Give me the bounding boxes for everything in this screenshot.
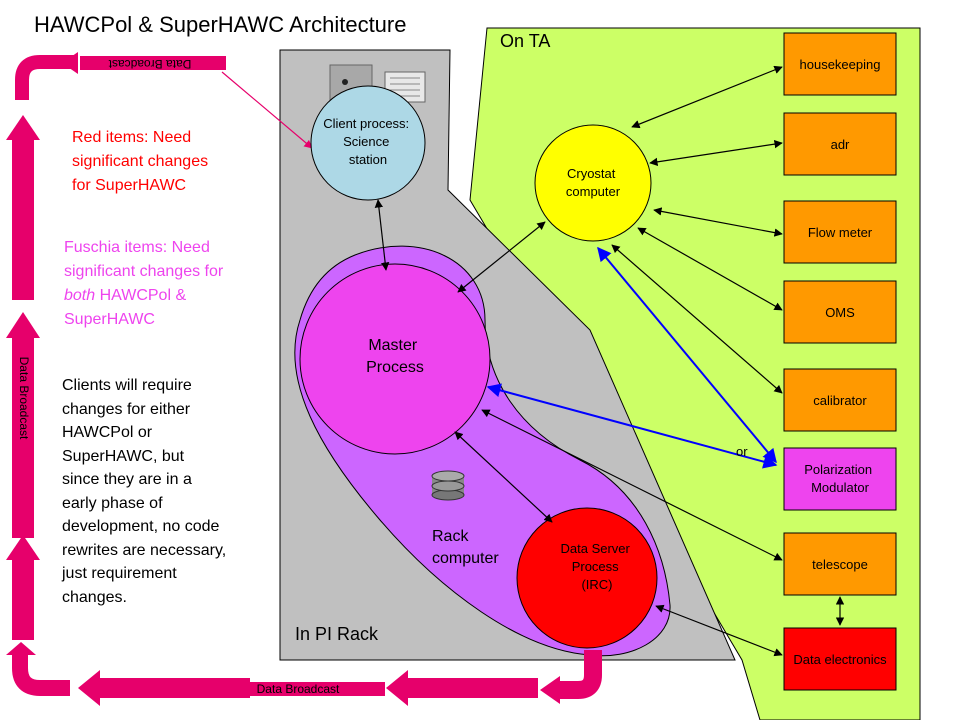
or-label: or bbox=[736, 444, 748, 459]
broadcast-top-label: Data Broadcast bbox=[108, 57, 191, 71]
client-process-node[interactable] bbox=[310, 85, 426, 201]
blue-connectors bbox=[486, 246, 778, 469]
link-master-cryostat bbox=[457, 221, 546, 293]
device-calibrator[interactable]: calibrator bbox=[783, 368, 897, 432]
client-process-label: Client process: Science station bbox=[323, 116, 413, 167]
flow-meter-label: Flow meter bbox=[808, 225, 873, 240]
broadcast-left-upper bbox=[12, 140, 34, 300]
master-process-node[interactable] bbox=[299, 263, 491, 455]
broadcast-left-lower-head bbox=[6, 535, 40, 560]
broadcast-bottom-bar-2 bbox=[250, 682, 385, 696]
device-housekeeping[interactable]: housekeeping bbox=[783, 32, 897, 96]
page-title: HAWCPol & SuperHAWC Architecture bbox=[34, 12, 406, 37]
broadcast-left-lower bbox=[12, 560, 34, 640]
oms-label: OMS bbox=[825, 305, 855, 320]
housekeeping-label: housekeeping bbox=[800, 57, 881, 72]
link-dataserver-electronics bbox=[655, 604, 783, 657]
device-flow-meter[interactable]: Flow meter bbox=[783, 200, 897, 264]
link-cryostat-adr bbox=[649, 139, 783, 167]
polarization-modulator-label: Polarization Modulator bbox=[804, 462, 876, 495]
link-cryostat-polarization bbox=[597, 246, 777, 464]
red-items-note: Red items: Need significant changes for … bbox=[72, 129, 213, 194]
broadcast-bottom-bar-1 bbox=[100, 678, 250, 698]
in-pi-rack-label: In PI Rack bbox=[295, 624, 379, 644]
adr-label: adr bbox=[831, 137, 850, 152]
link-cryostat-housekeeping bbox=[631, 65, 783, 129]
on-ta-label: On TA bbox=[500, 31, 550, 51]
telescope-label: telescope bbox=[812, 557, 868, 572]
broadcast-server-curve bbox=[560, 650, 602, 699]
link-client-master bbox=[374, 199, 390, 271]
broadcast-bottom-curve bbox=[12, 650, 70, 696]
device-polarization-modulator[interactable]: Polarization Modulator bbox=[783, 447, 897, 511]
broadcast-bottom-bar-1-head bbox=[78, 670, 100, 706]
broadcast-left-label: Data Broadcast bbox=[17, 357, 31, 440]
device-data-electronics[interactable]: Data electronics bbox=[783, 627, 897, 691]
broadcast-bottom-bar-3 bbox=[408, 678, 538, 698]
database-icon bbox=[431, 470, 465, 501]
data-broadcast-loop: Data Broadcast Data Broadcast Data Broad… bbox=[6, 52, 602, 706]
calibrator-label: calibrator bbox=[813, 393, 867, 408]
cryostat-computer-label: Cryostat computer bbox=[566, 166, 621, 199]
device-adr[interactable]: adr bbox=[783, 112, 897, 176]
device-telescope[interactable]: telescope bbox=[783, 532, 897, 596]
broadcast-top-curve bbox=[15, 55, 78, 100]
broadcast-left-bar-head bbox=[6, 312, 40, 338]
broadcast-left-upper-head bbox=[6, 115, 40, 140]
fuschia-items-note: Fuschia items: Need significant changes … bbox=[64, 239, 228, 328]
data-electronics-label: Data electronics bbox=[793, 652, 887, 667]
broadcast-top-arrowhead bbox=[62, 52, 78, 74]
device-oms[interactable]: OMS bbox=[783, 280, 897, 344]
broadcast-left-bar bbox=[12, 338, 34, 538]
master-process-label: Master Process bbox=[366, 337, 424, 376]
broadcast-bottom-curve-head bbox=[6, 642, 36, 655]
cryostat-computer-node[interactable] bbox=[534, 124, 652, 242]
broadcast-to-client-line bbox=[221, 71, 313, 149]
broadcast-server-curve-head bbox=[540, 676, 560, 704]
broadcast-top-bar bbox=[80, 56, 226, 70]
broadcast-bottom-bar-3-head bbox=[386, 670, 408, 706]
clients-note: Clients will require changes for either … bbox=[61, 377, 231, 606]
broadcast-bottom-label: Data Broadcast bbox=[257, 682, 340, 696]
